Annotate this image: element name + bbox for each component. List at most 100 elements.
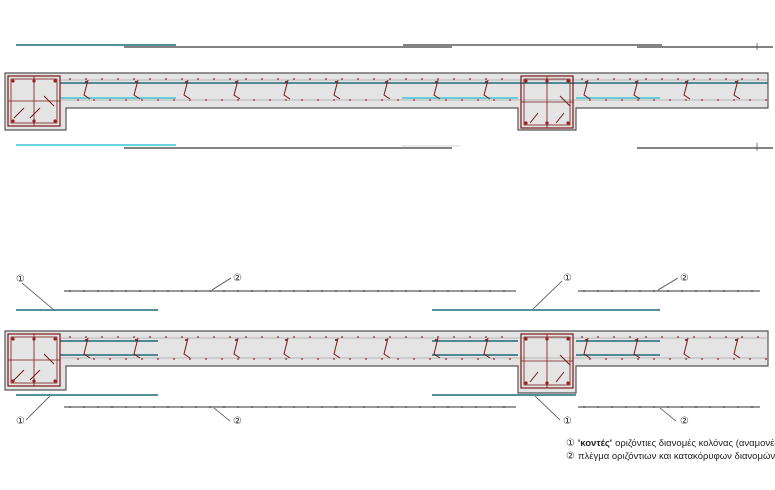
rebar-dot xyxy=(637,358,639,360)
mesh-dot xyxy=(293,406,295,408)
rebar-dot xyxy=(84,338,88,342)
mesh-dot xyxy=(433,290,435,292)
mesh-dot xyxy=(461,290,463,292)
rebar-dot xyxy=(301,99,303,101)
rebar-dot xyxy=(213,336,215,338)
rebar-dot xyxy=(661,336,663,338)
rebar-dot xyxy=(333,99,335,101)
rebar-dot xyxy=(184,80,188,84)
mesh-dot xyxy=(751,406,753,408)
cross-tie xyxy=(283,79,291,100)
rebar-dot xyxy=(69,336,71,338)
mesh-dot xyxy=(405,406,407,408)
mesh-dot xyxy=(181,406,183,408)
callout-1-lower-left: ① xyxy=(16,395,51,427)
mesh-dot xyxy=(237,290,239,292)
rebar-dot xyxy=(677,78,679,80)
rebar-dot xyxy=(484,338,488,342)
mesh-dot xyxy=(97,406,99,408)
rebar-dot xyxy=(413,99,415,101)
mesh-dot xyxy=(723,406,725,408)
rebar-dot xyxy=(284,338,288,342)
column-right-top xyxy=(520,75,574,129)
mesh-dot xyxy=(195,290,197,292)
mesh-dot xyxy=(251,290,253,292)
rebar-dot xyxy=(117,78,119,80)
top-plan xyxy=(4,43,773,151)
rebar-dot xyxy=(509,99,511,101)
rebar-dot xyxy=(101,78,103,80)
rebar-dot xyxy=(645,78,647,80)
cross-tie xyxy=(483,79,491,100)
rebar-dot xyxy=(613,78,615,80)
rebar-dot xyxy=(445,99,447,101)
mesh-dot xyxy=(377,406,379,408)
rebar-dot xyxy=(509,358,511,360)
rebar-dot xyxy=(429,99,431,101)
callout-2-label: ② xyxy=(680,416,689,427)
rebar-dot xyxy=(621,99,623,101)
callout-1-label: ① xyxy=(563,416,572,427)
cross-tie xyxy=(633,337,641,359)
rebar-dot xyxy=(69,78,71,80)
callout-1-label: ① xyxy=(563,273,572,284)
rebar-dot xyxy=(469,78,471,80)
mesh-dot xyxy=(167,406,169,408)
rebar-dot xyxy=(629,78,631,80)
mesh-dot xyxy=(279,290,281,292)
legend-item-2: ② πλέγμα οριζόντιων και κατακόρυφων διαν… xyxy=(566,450,775,463)
mesh-dot xyxy=(667,290,669,292)
mesh-dot xyxy=(737,290,739,292)
rebar-dot xyxy=(684,80,688,84)
mesh-dot xyxy=(153,406,155,408)
rebar-dot xyxy=(269,99,271,101)
rebar-dot xyxy=(261,336,263,338)
mesh-dot xyxy=(419,290,421,292)
rebar-dot xyxy=(117,336,119,338)
rebar-dot xyxy=(149,78,151,80)
rebar-dot xyxy=(109,358,111,360)
rebar-dot xyxy=(309,78,311,80)
rebar-dot xyxy=(93,358,95,360)
rebar-dot xyxy=(461,358,463,360)
legend-bold-term: 'κοντές' xyxy=(578,438,613,449)
rebar-dot xyxy=(445,358,447,360)
rebar-dot xyxy=(245,78,247,80)
rebar-dot xyxy=(165,336,167,338)
mesh-dot xyxy=(723,290,725,292)
rebar-dot xyxy=(701,358,703,360)
mesh-dot xyxy=(653,290,655,292)
rebar-dot xyxy=(717,358,719,360)
rebar-dot xyxy=(229,78,231,80)
cross-tie xyxy=(383,79,391,100)
mesh-dot xyxy=(597,406,599,408)
callout-2-upper-right: ② xyxy=(657,273,689,291)
mesh-dot xyxy=(625,290,627,292)
rebar-dot xyxy=(277,336,279,338)
rebar-dot xyxy=(757,78,759,80)
rebar-dot xyxy=(205,358,207,360)
rebar-dot xyxy=(381,358,383,360)
rebar-dot xyxy=(301,358,303,360)
callout-2-label: ② xyxy=(233,273,242,284)
callout-1-label: ① xyxy=(16,416,25,427)
cross-tie xyxy=(733,337,741,359)
rebar-dot xyxy=(234,338,238,342)
rebar-dot xyxy=(677,336,679,338)
rebar-dot xyxy=(189,358,191,360)
mesh-dot xyxy=(69,406,71,408)
rebar-dot xyxy=(437,336,439,338)
mesh-dot xyxy=(167,290,169,292)
rebar-dot xyxy=(173,358,175,360)
mesh-dot xyxy=(139,406,141,408)
rebar-dot xyxy=(469,336,471,338)
bottom-plan: ① ② ① ② xyxy=(4,273,769,427)
mesh-dot xyxy=(475,290,477,292)
mesh-dot xyxy=(461,406,463,408)
rebar-dot xyxy=(437,78,439,80)
rebar-dot xyxy=(245,336,247,338)
rebar-dot xyxy=(477,99,479,101)
callout-1-upper-left: ① xyxy=(16,274,55,311)
rebar-dot xyxy=(333,358,335,360)
